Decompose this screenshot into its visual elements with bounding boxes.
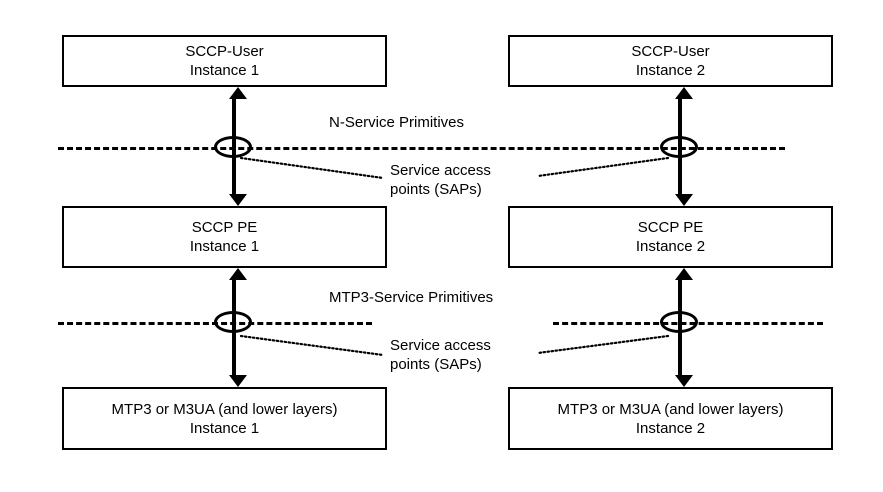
sap-label-line-1: Service access [390, 162, 491, 179]
box-subtitle: Instance 1 [189, 419, 260, 437]
sap-marker-upper-right [660, 136, 698, 158]
sap-marker-upper-left [214, 136, 252, 158]
label-service-access-points-upper: Service access points (SAPs) [390, 161, 491, 199]
box-subtitle: Instance 2 [635, 419, 706, 437]
box-title: SCCP-User [631, 43, 710, 60]
box-mtp3-instance-1[interactable]: MTP3 or M3UA (and lower layers) Instance… [62, 387, 387, 450]
arrowhead-down-icon [229, 194, 247, 206]
sap-label-line-1: Service access [390, 337, 491, 354]
box-title: SCCP PE [191, 219, 258, 236]
box-title: SCCP PE [637, 219, 704, 236]
box-sccp-pe-instance-1[interactable]: SCCP PE Instance 1 [62, 206, 387, 268]
box-mtp3-instance-2[interactable]: MTP3 or M3UA (and lower layers) Instance… [508, 387, 833, 450]
box-subtitle: Instance 2 [635, 238, 706, 255]
box-subtitle: Instance 1 [189, 238, 260, 255]
box-sccp-pe-instance-2[interactable]: SCCP PE Instance 2 [508, 206, 833, 268]
sap-boundary-line-upper [58, 147, 785, 150]
box-sccp-user-instance-1[interactable]: SCCP-User Instance 1 [62, 35, 387, 87]
sap-marker-lower-right [660, 311, 698, 333]
arrowhead-up-icon [675, 87, 693, 99]
label-mtp3-service-primitives: MTP3-Service Primitives [329, 289, 494, 306]
box-title: MTP3 or M3UA (and lower layers) [557, 400, 784, 418]
label-n-service-primitives: N-Service Primitives [329, 114, 465, 131]
sap-marker-lower-left [214, 311, 252, 333]
arrowhead-up-icon [229, 87, 247, 99]
arrowhead-up-icon [675, 268, 693, 280]
arrowhead-down-icon [675, 194, 693, 206]
arrowhead-down-icon [229, 375, 247, 387]
label-service-access-points-lower: Service access points (SAPs) [390, 336, 491, 374]
box-title: MTP3 or M3UA (and lower layers) [111, 400, 338, 418]
box-sccp-user-instance-2[interactable]: SCCP-User Instance 2 [508, 35, 833, 87]
arrowhead-up-icon [229, 268, 247, 280]
box-title: SCCP-User [185, 43, 264, 60]
box-subtitle: Instance 1 [189, 62, 260, 79]
arrowhead-down-icon [675, 375, 693, 387]
sap-label-line-2: points (SAPs) [390, 356, 482, 373]
sap-label-line-2: points (SAPs) [390, 181, 482, 198]
box-subtitle: Instance 2 [635, 62, 706, 79]
